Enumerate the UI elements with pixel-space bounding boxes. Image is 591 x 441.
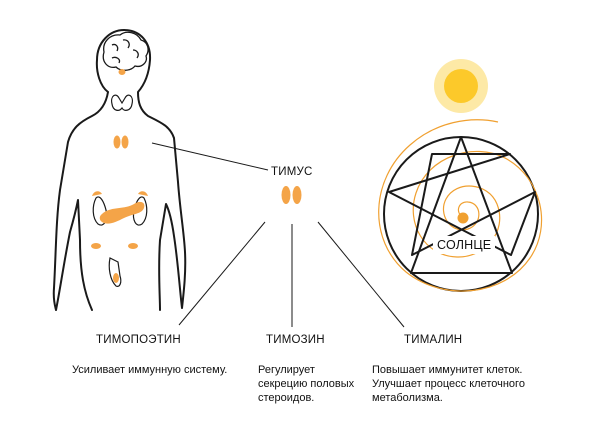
thyroid-gland-icon: [111, 94, 133, 111]
sun-icon: [444, 69, 478, 103]
inner-sun-dot: [457, 212, 469, 224]
thymus-icon: [281, 186, 302, 204]
enneagram-star-icon: [388, 136, 536, 274]
pancreas-icon: [99, 201, 145, 224]
hormone-name-thymalin: ТИМАЛИН: [404, 334, 463, 346]
hormone-name-thymosin: ТИМОЗИН: [266, 334, 325, 346]
connector-thymus-to-thymalin: [317, 221, 405, 328]
hormone-desc-thymosin: Регулирует секрецию половых стероидов.: [258, 364, 355, 404]
sun-label-bg: [433, 236, 495, 254]
human-body-figure: [52, 29, 187, 311]
thymus-in-body: [113, 135, 121, 149]
connector-thymus-to-thymopoietin: [178, 221, 266, 326]
ovary-right: [128, 243, 138, 249]
thymus-in-body-right: [121, 135, 129, 149]
brain-icon: [102, 31, 149, 71]
sun-label: СОЛНЦЕ: [437, 238, 492, 252]
hormone-name-thymopoietin: ТИМОПОЭТИН: [96, 334, 181, 346]
connector-body-to-thymus: [151, 142, 269, 171]
hormone-desc-thymopoietin: Усиливает иммунную систему.: [72, 364, 228, 376]
hormone-desc-thymalin: Повышает иммунитет клеток. Улучшает проц…: [372, 364, 525, 404]
body-outline: [52, 29, 187, 311]
testes-icon: [108, 257, 122, 287]
thymus-title: ТИМУС: [271, 166, 313, 178]
pituitary-gland: [118, 69, 126, 75]
ovary-left: [91, 243, 101, 249]
sun-spiral-icon: [378, 119, 543, 292]
